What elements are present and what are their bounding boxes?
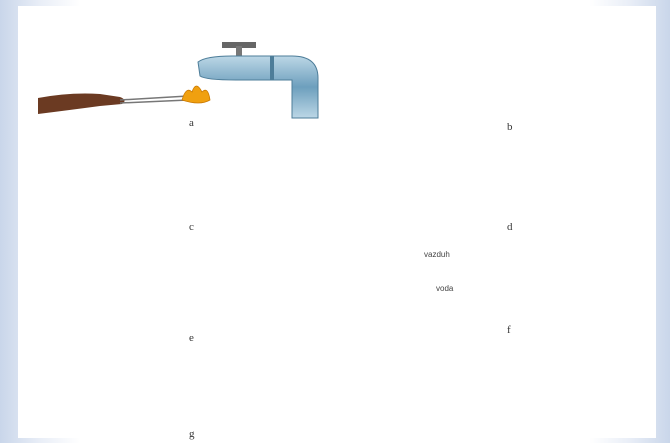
caption-g: g [189,428,195,440]
flame-icon [182,86,210,103]
pipe-joint [270,56,274,80]
caption-d: d [507,221,513,233]
caption-a: a [189,117,194,129]
label-air: vazduh [424,250,450,259]
hand-a [38,94,125,115]
label-water: voda [436,284,453,293]
tongs-a [120,96,188,100]
tongs-a-lower [120,100,188,103]
caption-f: f [507,324,511,336]
caption-b: b [507,121,513,133]
caption-c: c [189,221,194,233]
caption-e: e [189,332,194,344]
panel-a [38,42,318,118]
faucet-pipe [198,56,318,118]
